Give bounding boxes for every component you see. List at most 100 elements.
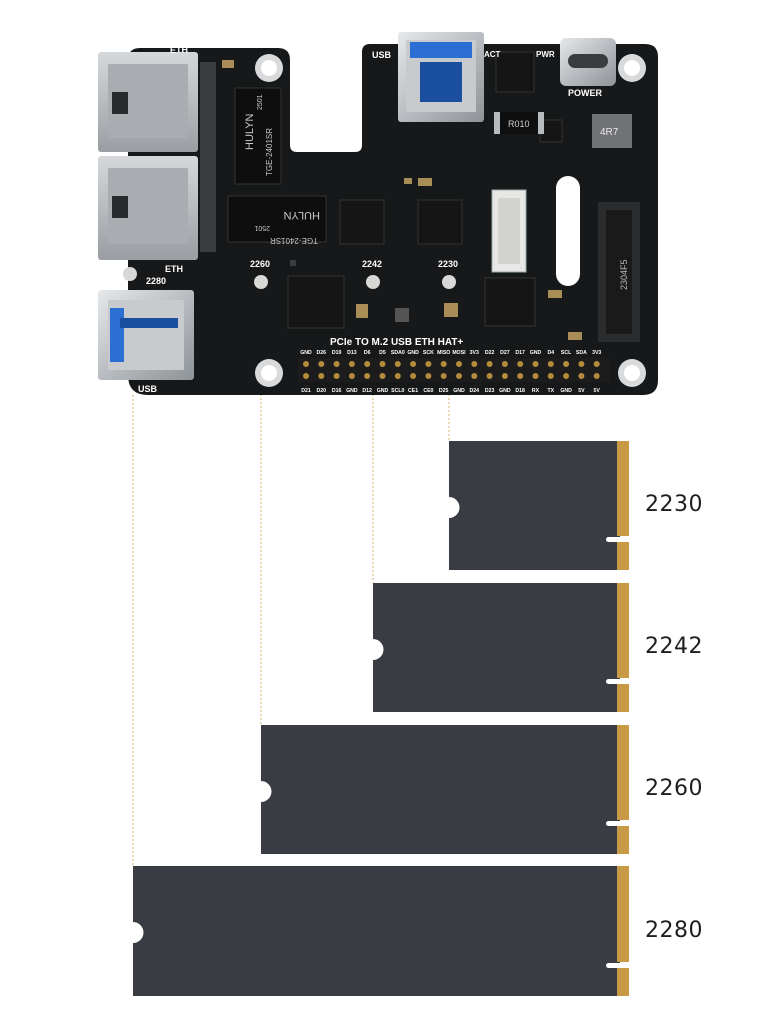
label-usb-left: USB xyxy=(138,384,158,394)
gpio-top-label: SDA xyxy=(576,350,587,356)
gpio-pin xyxy=(394,373,401,379)
gpio-bottom-label: 5V xyxy=(594,388,601,394)
gpio-pin xyxy=(593,361,600,367)
ethernet-jack-top xyxy=(98,52,198,152)
gpio-pin xyxy=(394,361,401,367)
label-mount-2230: 2230 xyxy=(438,259,458,269)
transformer-2-brand: HULYN xyxy=(283,209,320,221)
m2-slot-marking: 2304F5 xyxy=(619,259,629,290)
usb-a-port-left xyxy=(98,290,194,380)
gpio-top-label: SDA0 xyxy=(391,350,405,356)
gpio-bottom-label: D21 xyxy=(301,388,311,394)
inductor: 4R7 xyxy=(592,114,632,148)
usb-a-port-top xyxy=(398,32,484,122)
ssd-2260 xyxy=(261,725,630,854)
magnetics-pins xyxy=(200,62,296,266)
gpio-pin xyxy=(547,373,554,379)
gpio-bottom-label: D24 xyxy=(470,388,480,394)
standoff-2230 xyxy=(442,275,456,289)
gpio-pin xyxy=(410,373,417,379)
transformer-2: HULYN 2501 TGE-2401SR xyxy=(227,195,327,245)
gpio-top-label: D26 xyxy=(317,350,327,356)
ethernet-jack-bottom xyxy=(98,156,198,260)
gpio-bottom-label: CE1 xyxy=(408,388,418,394)
gpio-top-label: D5 xyxy=(379,350,386,356)
gpio-top-label: SCK xyxy=(423,350,434,356)
standoff-markers xyxy=(123,267,456,289)
ssd-label-2230: 2230 xyxy=(645,492,703,517)
mounting-holes xyxy=(255,54,646,387)
gpio-bottom-label: D23 xyxy=(485,388,495,394)
gpio-pin xyxy=(563,361,570,367)
gpio-top-label: D27 xyxy=(500,350,510,356)
gpio-pin xyxy=(303,373,309,379)
gpio-bottom-label: GND xyxy=(453,388,465,394)
label-pwr: PWR xyxy=(536,50,555,59)
gpio-top-label: MISO xyxy=(437,350,450,356)
gpio-pin xyxy=(547,361,554,367)
gpio-top-label: 3V3 xyxy=(470,350,479,356)
gpio-pin xyxy=(333,373,340,379)
gpio-pin xyxy=(578,373,585,379)
label-act: ACT xyxy=(484,50,501,59)
gpio-pin xyxy=(379,373,386,379)
gpio-top-label: D19 xyxy=(332,350,342,356)
gpio-pin xyxy=(486,361,493,367)
ssd-2280 xyxy=(133,866,630,996)
gpio-bottom-label: D20 xyxy=(317,388,327,394)
gpio-bottom-label: GND xyxy=(499,388,511,394)
gpio-bottom-label: GND xyxy=(346,388,358,394)
gpio-bottom-label: RX xyxy=(532,388,540,394)
gpio-pin xyxy=(440,373,447,379)
m2-slot: 2304F5 xyxy=(598,202,640,342)
gpio-pin xyxy=(563,373,570,379)
gpio-top-label: GND xyxy=(407,350,419,356)
ic-chips xyxy=(287,51,563,329)
label-eth-bottom: ETH xyxy=(165,264,183,274)
gpio-pin xyxy=(501,373,508,379)
ssd-label-2242: 2242 xyxy=(645,634,703,659)
silkscreen-labels: ETH ETH USB USB POWER ACT PWR 2280 2260 … xyxy=(138,45,603,394)
resistor-marking: R010 xyxy=(508,119,530,129)
gpio-top-label: GND xyxy=(530,350,542,356)
gpio-bottom-label: TX xyxy=(547,388,554,394)
transformer-1: HULYN 2501 TGE-2401SR xyxy=(234,87,282,185)
gpio-bottom-label: GND xyxy=(377,388,389,394)
gpio-top-label: GND xyxy=(300,350,312,356)
gpio-pin xyxy=(456,361,462,367)
gpio-top-label: D13 xyxy=(347,350,357,356)
gpio-top-label: D4 xyxy=(547,350,554,356)
gpio-pin xyxy=(425,373,432,379)
standoff-2280 xyxy=(123,267,137,281)
usb-c-port xyxy=(560,38,616,86)
inductor-marking: 4R7 xyxy=(600,127,619,138)
gpio-pin xyxy=(517,361,524,367)
pcie-ffc-connector xyxy=(491,189,527,273)
label-mount-2242: 2242 xyxy=(362,259,382,269)
ssd-2242 xyxy=(373,583,630,712)
gpio-pin xyxy=(532,361,539,367)
gpio-pin xyxy=(532,373,539,379)
gpio-pin xyxy=(410,361,417,367)
gpio-bottom-label: D16 xyxy=(332,388,342,394)
gpio-bottom-label: CE0 xyxy=(423,388,433,394)
gpio-pins xyxy=(303,361,600,379)
standoff-2260 xyxy=(254,275,268,289)
board-title: PCIe TO M.2 USB ETH HAT+ xyxy=(330,337,463,348)
gpio-bottom-label: GND xyxy=(560,388,572,394)
transformer-2-code: 2501 xyxy=(254,224,270,231)
gpio-top-label: D22 xyxy=(485,350,495,356)
small-components xyxy=(222,60,582,340)
gpio-pin xyxy=(578,361,585,367)
label-eth-top: ETH xyxy=(170,45,188,55)
gpio-pin xyxy=(425,361,432,367)
gpio-pin xyxy=(486,373,493,379)
gpio-pin xyxy=(517,373,524,379)
gpio-pin xyxy=(303,361,309,367)
gpio-pin xyxy=(501,361,508,367)
gpio-pin xyxy=(471,373,478,379)
gpio-pin xyxy=(593,373,600,379)
